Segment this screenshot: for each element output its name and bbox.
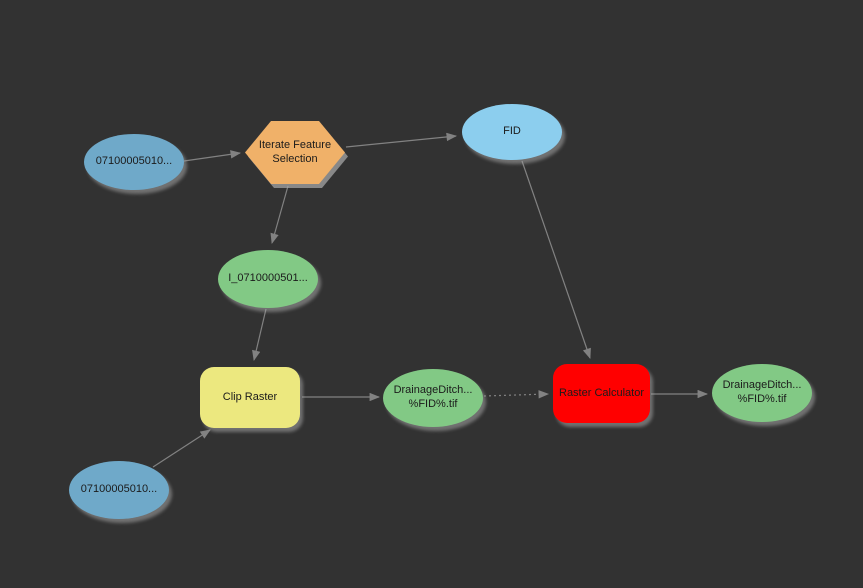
node-input-data-top[interactable]: 07100005010... bbox=[84, 134, 184, 190]
connector-clip-output-to-raster-calculator[interactable] bbox=[483, 390, 550, 399]
node-clip-output[interactable]: DrainageDitch... %FID%.tif bbox=[383, 369, 483, 427]
node-input-data-bottom-label: 07100005010... bbox=[80, 483, 158, 496]
node-iterate-feature-selection[interactable]: Iterate Feature Selection bbox=[245, 121, 348, 188]
node-input-data-bottom[interactable]: 07100005010... bbox=[69, 461, 169, 519]
connector-iterator-to-fid[interactable] bbox=[345, 132, 458, 148]
node-clip-output-label: DrainageDitch... %FID%.tif bbox=[393, 384, 473, 410]
node-fid[interactable]: FID bbox=[462, 104, 562, 160]
node-selected-features-label: I_0710000501... bbox=[228, 272, 308, 285]
connector-iterator-to-selected-features[interactable] bbox=[270, 185, 289, 245]
connector-selected-features-to-clip-raster[interactable] bbox=[252, 308, 267, 362]
node-selected-features[interactable]: I_0710000501... bbox=[218, 250, 318, 308]
node-calc-output[interactable]: DrainageDitch... %FID%.tif bbox=[712, 364, 812, 422]
node-fid-label: FID bbox=[503, 125, 521, 138]
node-input-data-top-label: 07100005010... bbox=[95, 155, 173, 168]
node-raster-calculator-label: Raster Calculator bbox=[559, 386, 644, 399]
connector-fid-to-raster-calculator[interactable] bbox=[521, 160, 591, 359]
connector-input-top-to-iterator[interactable] bbox=[183, 150, 242, 162]
node-calc-output-label: DrainageDitch... %FID%.tif bbox=[722, 379, 802, 405]
node-raster-calculator[interactable]: Raster Calculator bbox=[553, 364, 650, 423]
node-clip-raster-label: Clip Raster bbox=[222, 390, 278, 403]
node-iterate-feature-selection-label: Iterate Feature Selection bbox=[258, 138, 332, 165]
node-clip-raster[interactable]: Clip Raster bbox=[200, 367, 300, 428]
connector-input-bottom-to-clip-raster[interactable] bbox=[152, 429, 211, 468]
